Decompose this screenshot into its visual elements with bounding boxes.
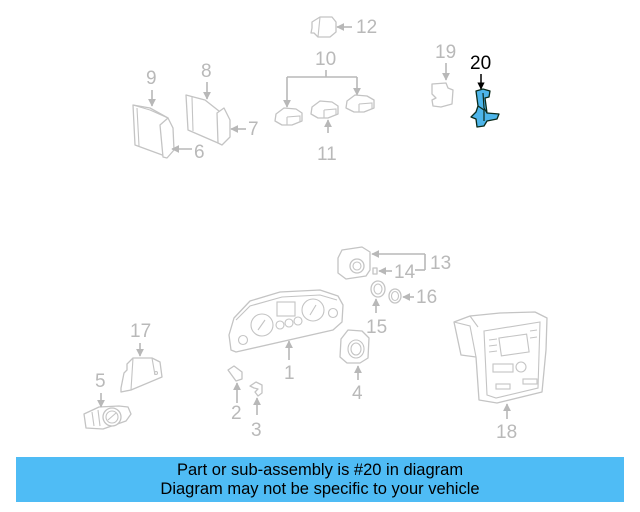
part-3-socket[interactable]: [249, 381, 263, 415]
part-10-leader: [283, 70, 361, 108]
part-19-bracket[interactable]: [431, 63, 454, 108]
banner-part-notice: Part or sub-assembly is #20 in diagram: [176, 461, 464, 479]
callout-18: 18: [496, 422, 518, 443]
part-6-trim-end[interactable]: [159, 117, 192, 159]
info-banner: Part or sub-assembly is #20 in diagram D…: [16, 457, 624, 502]
part-13-switch-module[interactable]: [337, 246, 426, 280]
callout-5: 5: [95, 371, 106, 392]
callout-10: 10: [315, 49, 337, 70]
callout-17: 17: [130, 321, 152, 342]
part-17-module[interactable]: [120, 343, 163, 393]
part-20-bracket-highlighted[interactable]: [470, 74, 500, 128]
callout-15: 15: [366, 317, 388, 338]
callout-2: 2: [231, 403, 242, 424]
callout-1: 1: [284, 363, 295, 384]
part-18-head-unit[interactable]: [453, 311, 548, 419]
callout-14: 14: [394, 262, 416, 283]
callout-8: 8: [201, 61, 212, 82]
callout-4: 4: [352, 383, 363, 404]
part-7-trim-end[interactable]: [216, 107, 246, 146]
callout-16: 16: [416, 287, 438, 308]
callout-11: 11: [317, 144, 337, 165]
part-12-module[interactable]: [310, 16, 352, 38]
part-2-bulb[interactable]: [227, 365, 243, 403]
banner-disclaimer: Diagram may not be specific to your vehi…: [160, 480, 480, 498]
part-10-vent-left[interactable]: [274, 107, 303, 126]
part-1-instrument-cluster[interactable]: [228, 289, 344, 360]
part-16-ring[interactable]: [388, 288, 414, 304]
part-11-vent-center[interactable]: [310, 100, 339, 133]
part-15-ring[interactable]: [370, 280, 386, 313]
callout-19: 19: [435, 42, 457, 63]
part-4-switch[interactable]: [339, 329, 370, 380]
part-9-trim-panel[interactable]: [132, 90, 171, 157]
part-10-vent-right[interactable]: [345, 94, 375, 113]
callout-7: 7: [248, 119, 259, 140]
callout-9: 9: [146, 68, 157, 89]
callout-12: 12: [356, 17, 378, 38]
callout-6: 6: [194, 142, 205, 163]
callout-20-highlighted[interactable]: 20: [470, 53, 492, 74]
part-14-clip[interactable]: [372, 267, 392, 275]
callout-13: 13: [430, 253, 452, 274]
part-5-ignition-switch[interactable]: [83, 393, 132, 430]
callout-3: 3: [251, 420, 262, 441]
